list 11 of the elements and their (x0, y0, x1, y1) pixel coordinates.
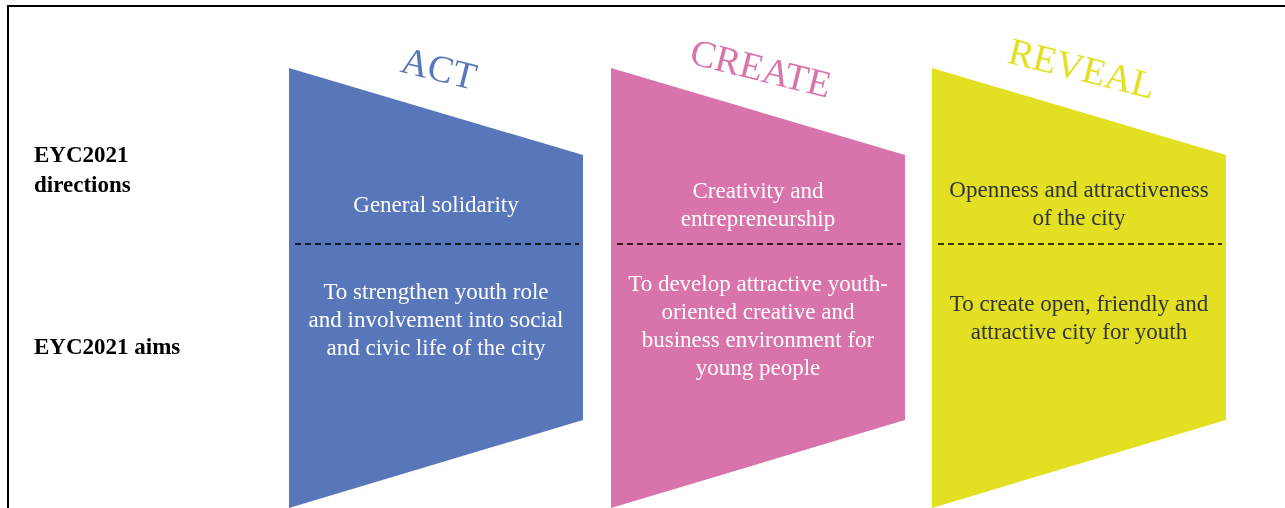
aim-text: To create open, friendly and attractive city for youth (948, 290, 1210, 346)
row-label: EYC2021 directions (34, 141, 132, 199)
panel-heading: ACT (396, 37, 482, 100)
aim-text: To strengthen youth role and involvement into social and civic life of the city (307, 278, 565, 362)
panel-heading: REVEAL (1003, 28, 1161, 109)
direction-text: General solidarity (352, 191, 520, 219)
panel-heading: CREATE (685, 29, 837, 108)
direction-text: Creativity and entrepreneurship (679, 177, 837, 233)
direction-text: Openness and attractiveness of the city (948, 176, 1210, 232)
aim-text: To develop attractive youth-oriented creative and business environment for young people (627, 270, 889, 382)
row-label: EYC2021 aims (34, 333, 182, 361)
